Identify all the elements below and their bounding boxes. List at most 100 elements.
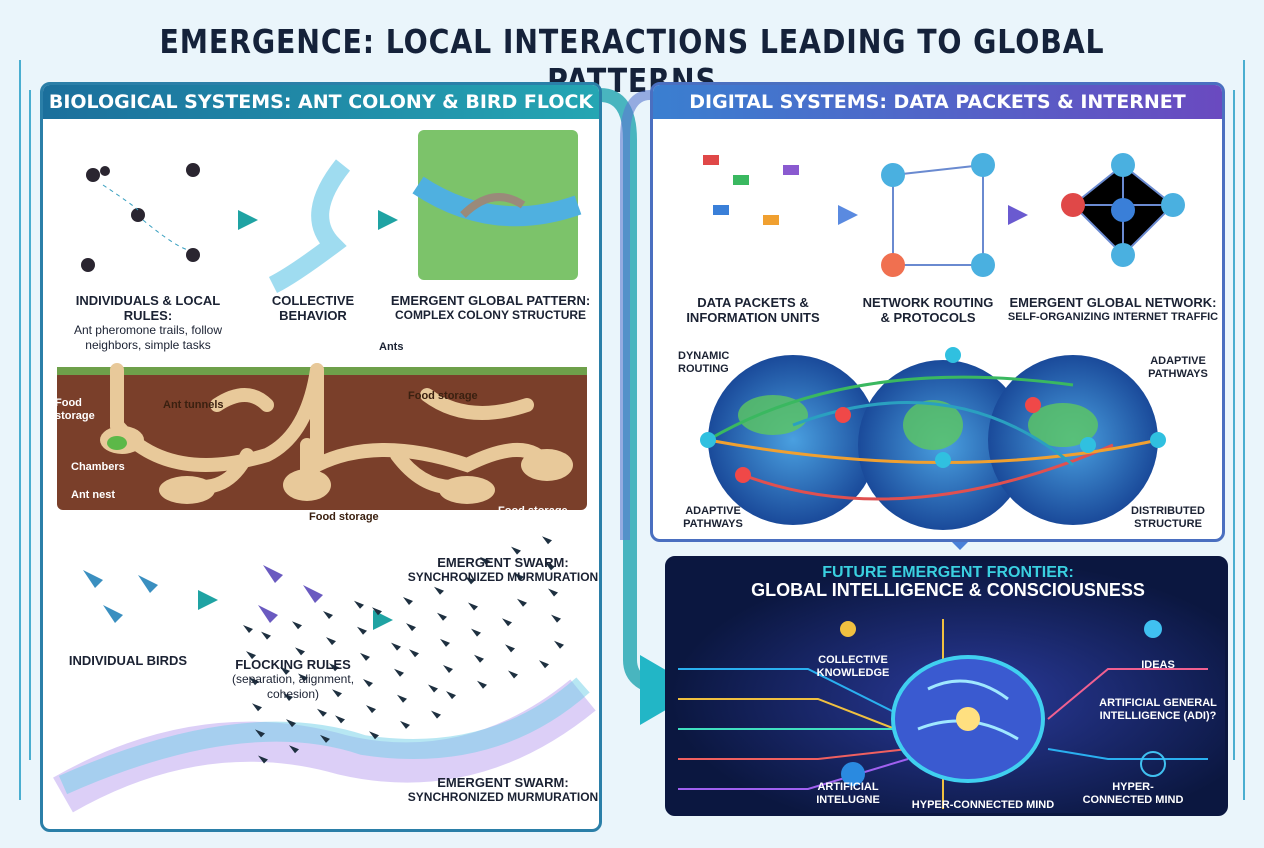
flock-bird <box>539 660 549 669</box>
flock-bird <box>295 647 305 656</box>
flock-bird <box>292 621 302 630</box>
swarm-caption-bottom: EMERGENT SWARM: SYNCHRONIZED MURMURATION <box>403 775 599 805</box>
page-title: EMERGENCE: LOCAL INTERACTIONS LEADING TO… <box>159 22 1105 100</box>
global-network-globes <box>700 347 1166 530</box>
flock-bird <box>326 637 336 646</box>
flock-bird <box>246 651 256 660</box>
flock-bird <box>502 618 512 627</box>
label-artificial-intelligence: ARTIFICIAL INTELUGNE <box>816 781 880 806</box>
flock-bird <box>480 556 490 565</box>
swarm-title: EMERGENT SWARM: <box>437 775 569 790</box>
flock-bird <box>394 668 404 677</box>
flock-bird <box>261 631 271 640</box>
flock-bird <box>317 708 327 717</box>
flock-bird <box>551 614 561 623</box>
flock-bird <box>335 715 345 724</box>
step-title: NETWORK ROUTING <box>862 295 994 310</box>
step-sub: COMPLEX COLONY STRUCTURE <box>394 308 587 322</box>
flock-bird <box>554 640 564 649</box>
flocking-title: FLOCKING RULES <box>235 657 351 672</box>
label-adaptive-pathways: ADAPTIVE PATHWAYS <box>683 505 743 530</box>
label-hyper-connected-mind-right: HYPER-CONNECTED MIND <box>1082 781 1184 806</box>
flock-bird <box>548 588 558 597</box>
flock-bird <box>360 652 370 661</box>
flock-bird <box>283 693 293 701</box>
digital-step-2: NETWORK ROUTING & PROTOCOLS <box>858 295 998 325</box>
bio-step-3: EMERGENT GLOBAL PATTERN: COMPLEX COLONY … <box>378 293 599 323</box>
step-title: DATA PACKETS & <box>697 295 809 310</box>
flock-bird <box>428 684 438 693</box>
step-sub: INFORMATION UNITS <box>686 310 820 325</box>
flocking-sub: (separation, alignment, cohesion) <box>231 672 355 701</box>
flock-bird <box>468 602 478 611</box>
digital-step-3: EMERGENT GLOBAL NETWORK: SELF-ORGANIZING… <box>1003 295 1222 325</box>
flocking-rules-caption: FLOCKING RULES (separation, alignment, c… <box>218 657 368 702</box>
flock-bird <box>465 576 475 585</box>
flock-bird <box>443 665 453 673</box>
flock-bird <box>505 644 515 653</box>
step-title: INDIVIDUALS & LOCAL RULES: <box>75 293 221 323</box>
flock-bird <box>397 694 407 703</box>
flock-bird <box>400 720 410 729</box>
label-distributed-structure: DISTRIBUTED STRUCTURE <box>1131 505 1205 530</box>
step-sub: Ant pheromone trails, follow neighbors, … <box>73 323 223 352</box>
flock-bird <box>511 546 521 555</box>
flock-bird <box>446 691 456 700</box>
label-ants: Ants <box>379 341 404 353</box>
flock-bird <box>357 626 367 635</box>
flock-bird <box>403 597 413 605</box>
flock-bird <box>431 710 441 719</box>
flock-bird <box>320 734 330 743</box>
packet-network-illustrations <box>703 153 1185 277</box>
biological-systems-panel: BIOLOGICAL SYSTEMS: ANT COLONY & BIRD FL… <box>40 82 602 832</box>
flock-bird <box>332 689 342 698</box>
ant-illustrations <box>81 130 582 294</box>
swarm-sub: SYNCHRONIZED MURMURATION <box>407 570 599 584</box>
flock-bird <box>252 703 262 712</box>
step-title: EMERGENT GLOBAL NETWORK: <box>1009 295 1217 310</box>
flock-bird <box>542 536 552 545</box>
flock-bird <box>517 598 527 607</box>
flock-bird <box>280 666 290 675</box>
flock-bird <box>477 680 487 689</box>
future-title-1: FUTURE EMERGENT FRONTIER: <box>822 564 1074 581</box>
flock-bird <box>249 677 259 686</box>
future-frontier-panel: FUTURE EMERGENT FRONTIER: GLOBAL INTELLI… <box>665 556 1228 816</box>
ant-nest-cross-section <box>57 363 587 510</box>
bio-step-2: COLLECTIVE BEHAVIOR <box>258 293 368 323</box>
step-sub: & PROTOCOLS <box>880 310 976 325</box>
digital-header: DIGITAL SYSTEMS: DATA PACKETS & INTERNET <box>653 85 1222 119</box>
label-hyper-connected-mind-center: HYPER-CONNECTED MIND <box>911 799 1055 811</box>
flock-bird <box>391 642 401 651</box>
label-food-storage: Food storage <box>498 505 568 517</box>
flock-bird <box>409 649 419 658</box>
future-title-2: GLOBAL INTELLIGENCE & CONSCIOUSNESS <box>751 580 1145 600</box>
flock-bird <box>508 670 518 679</box>
bird-flock-illustration <box>53 536 596 813</box>
digital-step-1: DATA PACKETS & INFORMATION UNITS <box>673 295 833 325</box>
flock-bird <box>545 562 555 571</box>
flock-bird <box>243 625 253 633</box>
label-food-storage: Food storage <box>309 511 379 523</box>
biological-header: BIOLOGICAL SYSTEMS: ANT COLONY & BIRD FL… <box>43 85 599 119</box>
bio-step-1: INDIVIDUALS & LOCAL RULES: Ant pheromone… <box>53 293 243 353</box>
flock-bird <box>323 611 333 619</box>
flock-bird <box>289 745 299 754</box>
flock-bird <box>298 673 308 682</box>
swarm-title: EMERGENT SWARM: <box>437 555 569 570</box>
label-dynamic-routing: DYNAMIC ROUTING <box>678 350 730 375</box>
label-agi: ARTIFICIAL GENERAL INTELLIGENCE (ADI)? <box>1099 697 1217 722</box>
label-ideas: IDEAS <box>1141 659 1175 671</box>
flock-bird <box>354 600 364 609</box>
swarm-caption-top: EMERGENT SWARM: SYNCHRONIZED MURMURATION <box>403 555 599 585</box>
flock-bird <box>372 607 382 616</box>
label-chambers: Chambers <box>71 461 125 473</box>
swarm-sub: SYNCHRONIZED MURMURATION <box>407 790 599 804</box>
flock-bird <box>434 586 444 595</box>
label-food-storage: Food storage <box>408 390 478 402</box>
flock-bird <box>286 719 296 728</box>
step-sub: SELF-ORGANIZING INTERNET TRAFFIC <box>1007 311 1219 323</box>
flock-bird <box>363 679 373 687</box>
flock-bird <box>366 705 376 714</box>
flock-bird <box>406 623 416 632</box>
